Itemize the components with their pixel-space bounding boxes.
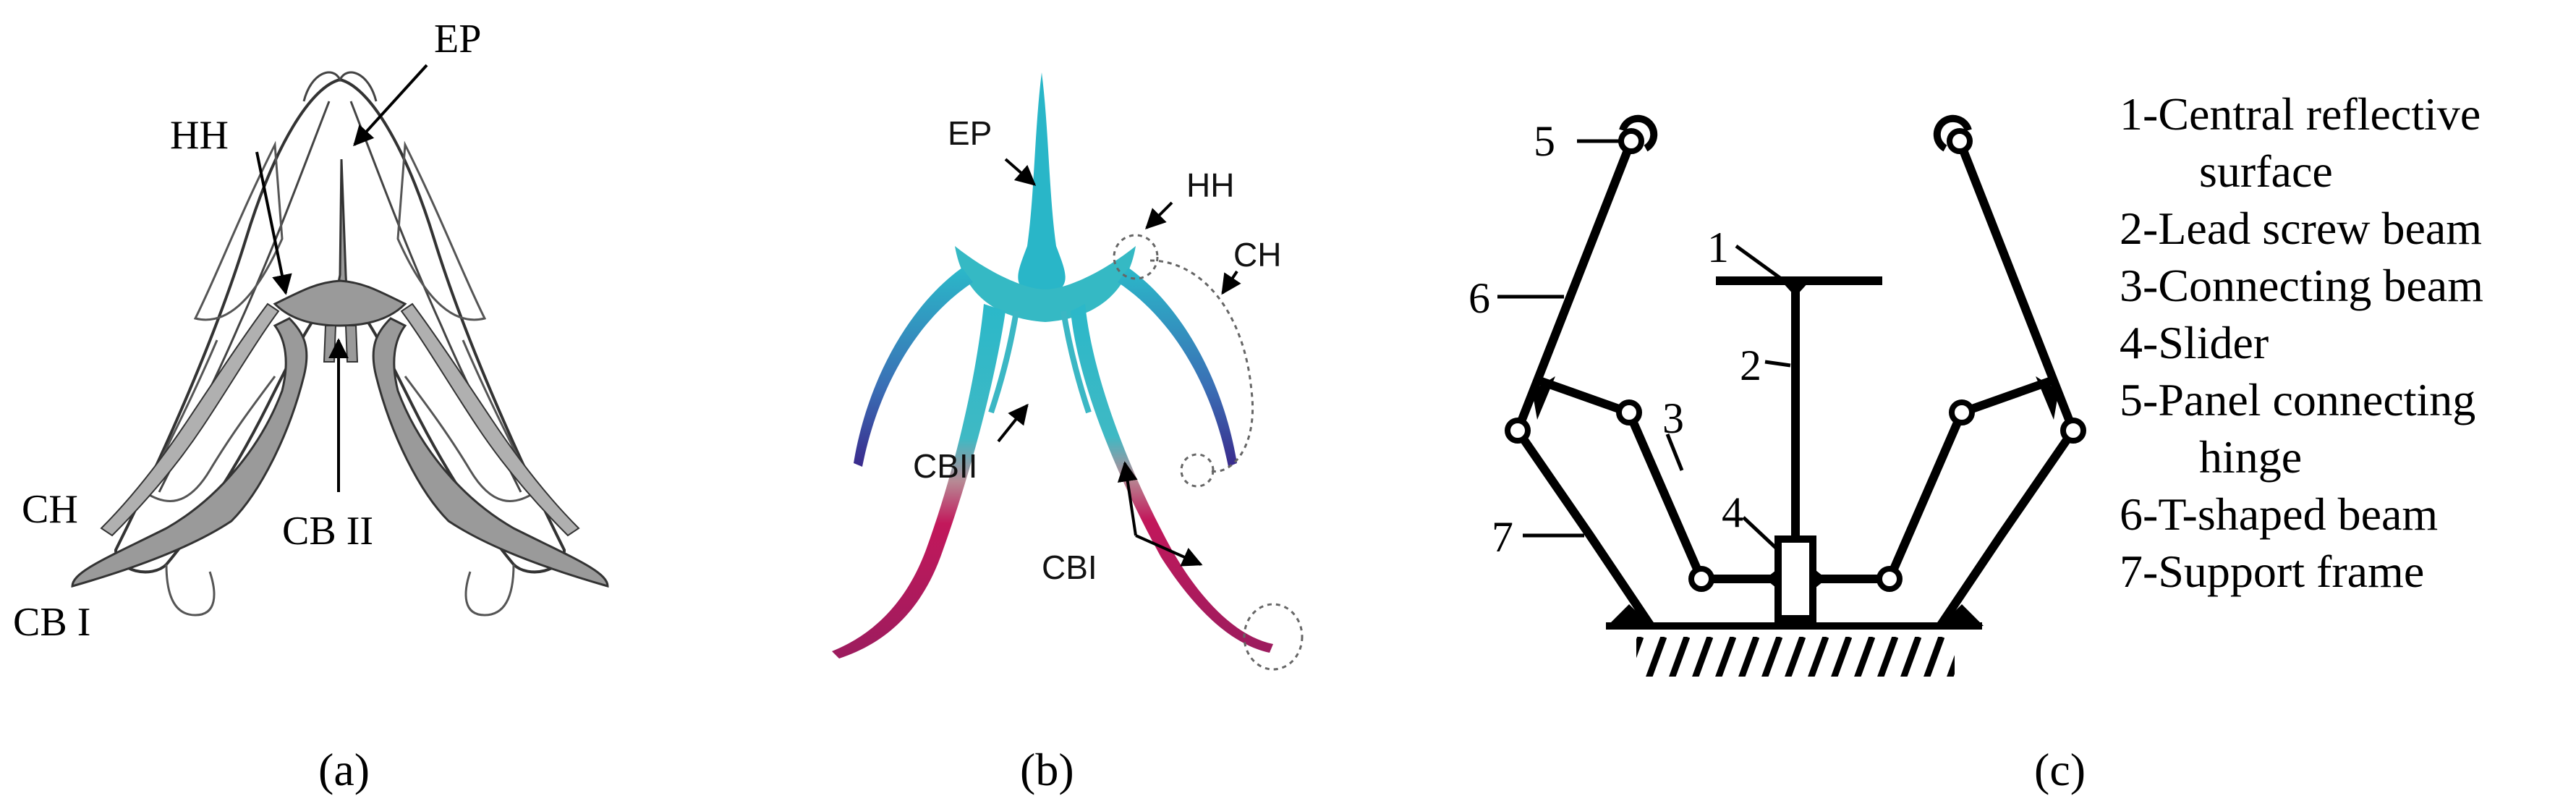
legend-item-5: 5-Panel connecting bbox=[2120, 374, 2476, 425]
legend-item-3: 3-Connecting beam bbox=[2120, 260, 2483, 311]
cb2-left-filament bbox=[988, 310, 1019, 414]
skull-lower-outline-right bbox=[464, 564, 515, 617]
label-ep-b: EP bbox=[948, 114, 992, 152]
caption-b: (b) bbox=[1020, 744, 1074, 795]
t-beam-right bbox=[1955, 139, 2078, 433]
panel-c-legend: 1-Central reflective surface 2-Lead scre… bbox=[2120, 85, 2483, 600]
cb2-right-stub bbox=[344, 325, 359, 363]
skull-side-plate-left bbox=[193, 140, 284, 321]
panel-a-fish-skull-drawing: EP HH CH CB II CB I bbox=[13, 17, 609, 645]
legend-item-5-continuation: hinge bbox=[2199, 431, 2303, 483]
cb1-right-stained bbox=[1071, 304, 1273, 653]
arrow-cb2-b bbox=[997, 403, 1029, 443]
arrow-hh-a bbox=[255, 151, 292, 295]
hinge-slider-left bbox=[1688, 566, 1714, 592]
hinge-slider-right bbox=[1876, 566, 1903, 592]
label-ep-a: EP bbox=[434, 17, 481, 62]
arrow-cb1-b-up bbox=[1117, 461, 1138, 536]
skull-mid-outline-left bbox=[143, 339, 276, 502]
number-4: 4 bbox=[1722, 488, 1743, 536]
ep-stained-bone bbox=[1018, 72, 1066, 297]
skull-side-plate-right bbox=[396, 140, 487, 321]
label-hh-a: HH bbox=[170, 113, 229, 158]
ch-left-stained bbox=[854, 268, 973, 467]
frame-corner-left bbox=[1607, 604, 1651, 626]
panel-c-mechanism-schematic bbox=[1497, 114, 2086, 677]
connecting-beam-right-lower bbox=[1885, 410, 1966, 581]
label-ch-a: CH bbox=[22, 487, 78, 532]
number-1: 1 bbox=[1707, 224, 1729, 271]
hinge-panel-left-cap bbox=[1619, 114, 1658, 152]
hinge-link-left bbox=[1616, 399, 1642, 425]
ch-tip-dotted-callout bbox=[1180, 453, 1215, 488]
number-3: 3 bbox=[1662, 394, 1684, 442]
label-cb2-b: CBII bbox=[913, 447, 977, 485]
ch-right-bone bbox=[400, 302, 580, 537]
cb1-right-bone bbox=[372, 317, 609, 588]
number-2: 2 bbox=[1740, 342, 1761, 389]
arrow-cb1-b-right bbox=[1135, 534, 1203, 567]
leader-1 bbox=[1735, 244, 1782, 281]
t-beam-left bbox=[1513, 139, 1636, 433]
label-ch-b: CH bbox=[1233, 236, 1281, 274]
skull-top-lobes bbox=[302, 71, 378, 102]
cb2-left-stub bbox=[323, 325, 337, 363]
legend-item-7: 7-Support frame bbox=[2120, 546, 2425, 597]
ground-hatching bbox=[1636, 626, 1955, 677]
connecting-beam-right-upper bbox=[1960, 376, 2056, 417]
panel-b-stained-gill-arch: EP HH CH CBII CBI bbox=[832, 72, 1304, 671]
legend-item-6: 6-T-shaped beam bbox=[2120, 488, 2439, 540]
cb1-left-bone bbox=[71, 317, 308, 588]
legend-item-4: 4-Slider bbox=[2120, 317, 2269, 368]
hh-stained-bone bbox=[955, 246, 1136, 322]
cb1-left-stained bbox=[832, 304, 1006, 659]
legend-item-1-continuation: surface bbox=[2199, 145, 2333, 197]
cb1-tip-dotted-callout bbox=[1243, 603, 1304, 671]
legend-item-1: 1-Central reflective bbox=[2120, 88, 2481, 140]
cb2-right-filament bbox=[1060, 310, 1092, 414]
leader-2 bbox=[1764, 360, 1791, 368]
connecting-beam-left-upper bbox=[1535, 376, 1631, 417]
central-surface-wedge bbox=[1781, 281, 1810, 297]
number-5: 5 bbox=[1534, 117, 1555, 165]
hh-bone bbox=[273, 279, 407, 327]
arrow-hh-b bbox=[1145, 201, 1173, 229]
support-frame-left bbox=[1514, 428, 1654, 629]
hinge-panel-right bbox=[1947, 128, 1973, 154]
hinge-frame-right bbox=[2060, 418, 2086, 444]
skull-lower-outline-left bbox=[165, 564, 216, 617]
caption-c: (c) bbox=[2034, 744, 2086, 795]
label-cb2-a: CB II bbox=[282, 509, 373, 554]
caption-a: (a) bbox=[318, 744, 370, 795]
label-cb1-b: CBI bbox=[1042, 549, 1097, 586]
frame-corner-right bbox=[1940, 604, 1984, 626]
number-7: 7 bbox=[1492, 513, 1513, 561]
legend-item-2: 2-Lead screw beam bbox=[2120, 203, 2483, 254]
ch-right-stained bbox=[1118, 268, 1237, 467]
leader-3 bbox=[1665, 433, 1684, 471]
arrow-ep-b bbox=[1004, 158, 1037, 186]
ch-left-bone bbox=[100, 302, 280, 537]
hh-dotted-callout bbox=[1113, 234, 1159, 280]
number-6: 6 bbox=[1468, 274, 1490, 322]
hinge-panel-left bbox=[1618, 128, 1644, 154]
slider bbox=[1774, 535, 1816, 622]
hinge-link-right bbox=[1949, 399, 1975, 425]
arrow-ep-a bbox=[353, 64, 428, 147]
hinge-panel-right-cap bbox=[1933, 114, 1972, 152]
panel-c-number-labels: 5 1 2 6 3 4 7 bbox=[1468, 117, 1761, 561]
skull-mid-outline-right bbox=[404, 339, 537, 502]
label-hh-b: HH bbox=[1186, 166, 1234, 204]
support-frame-right bbox=[1937, 428, 2077, 629]
ch-dotted-callout bbox=[1149, 259, 1254, 473]
hinge-frame-left bbox=[1505, 418, 1531, 444]
label-cb1-a: CB I bbox=[13, 600, 90, 645]
arrow-ch-b bbox=[1221, 270, 1241, 295]
leader-4 bbox=[1742, 516, 1780, 551]
connecting-beam-left-lower bbox=[1625, 410, 1706, 581]
